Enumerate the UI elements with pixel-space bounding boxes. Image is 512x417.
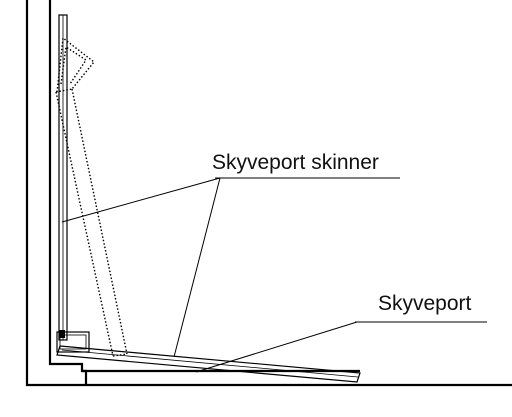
door-panel [56, 345, 361, 383]
corner-fitting [56, 330, 90, 353]
rail-leader-2 [173, 177, 221, 358]
rails-label: Skyveport skinner [212, 151, 379, 174]
wall-and-floor-outline [25, 0, 512, 387]
rail-leader-1 [61, 177, 221, 223]
corner-bracket-inner [59, 334, 87, 350]
rail-end-cap [59, 330, 65, 338]
door-label: Skyveport [378, 292, 472, 315]
corner-bracket-outer [56, 331, 90, 353]
phantom-hinge-arm-outer [56, 36, 95, 93]
phantom-hinge-arm-inner [60, 45, 87, 85]
door-panel-midline [61, 349, 359, 378]
leader-lines [61, 177, 487, 373]
door-leader [195, 321, 358, 373]
door-closed-position [56, 345, 361, 383]
phantom-door-edge-left [55, 91, 114, 357]
phantom-door-edge-right [71, 88, 128, 355]
floor-step-line [82, 369, 88, 385]
phantom-door-top [55, 88, 73, 93]
inner-wall-line [48, 0, 360, 373]
outer-wall-line [25, 0, 512, 387]
